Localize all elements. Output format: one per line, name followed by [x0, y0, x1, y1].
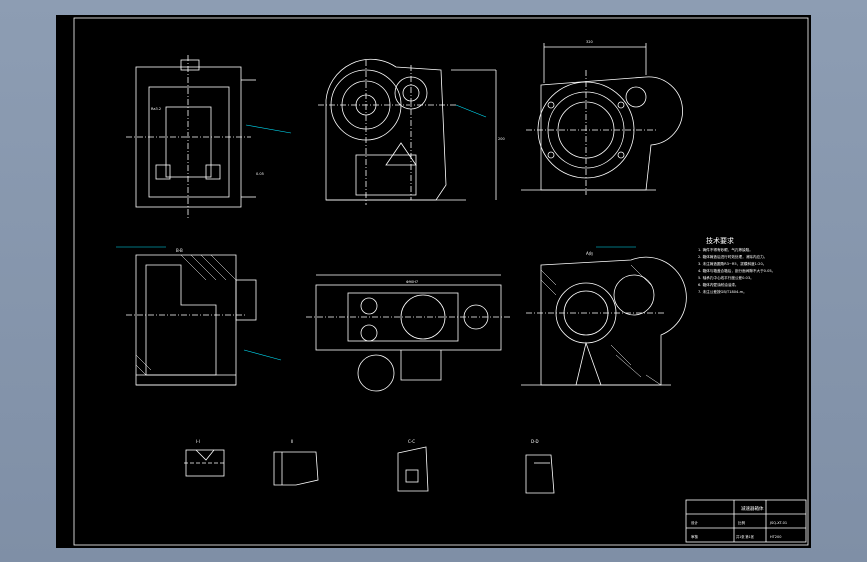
engineering-drawing: 技术要求 1. 铸件不得有砂眼、气孔等缺陷。 2. 箱体铸造后进行时效处理，消除… [73, 17, 809, 546]
note-item: 6. 箱体内壁涂耐油油漆。 [698, 282, 739, 287]
side-view [318, 58, 497, 205]
note-item: 2. 箱体铸造后进行时效处理，消除内应力。 [698, 254, 767, 259]
dimension-text: 320 [586, 40, 593, 44]
dimension-text: 200 [498, 137, 505, 141]
plan-view [306, 274, 511, 392]
notes-list: 1. 铸件不得有砂眼、气孔等缺陷。 2. 箱体铸造后进行时效处理，消除内应力。 … [698, 247, 775, 294]
dimension-text: Φ90H7 [406, 280, 418, 284]
sheet-info: 共1张 第1张 [736, 534, 755, 539]
detail-view-3 [397, 446, 429, 492]
drawing-frame [73, 17, 809, 546]
designer-label: 设计 [691, 520, 699, 525]
cad-viewport[interactable]: 技术要求 1. 铸件不得有砂眼、气孔等缺陷。 2. 箱体铸造后进行时效处理，消除… [56, 15, 811, 548]
section-label: I-I [196, 439, 200, 444]
notes-heading: 技术要求 [706, 236, 734, 245]
note-item: 4. 箱体与箱盖合箱后，剖分面间隙不大于0.05。 [698, 268, 775, 273]
end-view [521, 43, 683, 195]
section-label: C-C [408, 439, 415, 444]
detail-view-1 [184, 449, 226, 477]
detail-view-4 [525, 454, 555, 494]
title-block [685, 499, 807, 543]
note-item: 3. 未注铸造圆角R3~R5，拔模斜度1:20。 [698, 261, 766, 266]
checker-label: 审核 [691, 534, 699, 539]
drawing-number: JSQ-XT-01 [769, 521, 787, 525]
section-label: D-D [531, 439, 539, 444]
section-view-a [521, 256, 687, 386]
material: HT200 [770, 535, 781, 539]
section-view-b [126, 254, 257, 386]
scale-label: 比例 [738, 520, 746, 525]
section-label: II [291, 439, 293, 444]
tolerance-annotation: 0.05 [256, 172, 264, 176]
detail-view-2 [273, 451, 319, 486]
note-item: 5. 轴承孔中心线平行度公差0.03。 [698, 275, 754, 280]
note-item: 1. 铸件不得有砂眼、气孔等缺陷。 [698, 247, 753, 252]
section-label: B-B [176, 248, 183, 253]
front-view [126, 55, 256, 220]
roughness-annotation: Ra3.2 [151, 107, 161, 111]
part-name: 减速器箱体 [741, 505, 764, 512]
section-label: A向 [586, 250, 593, 256]
note-item: 7. 未注公差按GB/T1804-m。 [698, 289, 747, 294]
